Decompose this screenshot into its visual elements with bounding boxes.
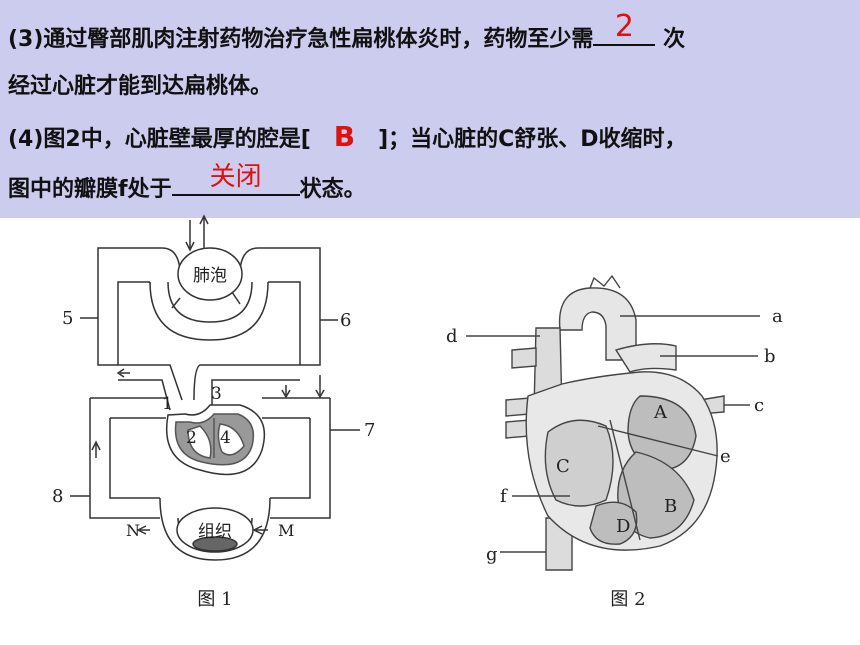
q3-text-suffix: 次 bbox=[663, 27, 686, 52]
fig2-label-d: d bbox=[446, 326, 458, 347]
q4-answer-chamber: B bbox=[333, 120, 356, 153]
fig1-label-8: 8 bbox=[52, 486, 63, 507]
q4-text2-prefix: 图中的瓣膜f处于 bbox=[8, 177, 172, 202]
q4-line1: (4)图2中，心脏壁最厚的腔是[ B ]；当心脏的C舒张、D收缩时， bbox=[8, 122, 687, 155]
q4-state-blank: 关闭 bbox=[171, 162, 300, 196]
fig1-label-5: 5 bbox=[62, 308, 73, 329]
fig2-label-g: g bbox=[486, 544, 498, 565]
fig1-label-4: 4 bbox=[220, 428, 231, 448]
fig1-label-7: 7 bbox=[364, 420, 375, 441]
q3-line2: 经过心脏才能到达扁桃体。 bbox=[8, 74, 273, 99]
q4-text-prefix: (4)图2中，心脏壁最厚的腔是[ bbox=[8, 127, 311, 152]
q3-answer: 2 bbox=[614, 9, 634, 44]
q3-line1: (3)通过臀部肌肉注射药物治疗急性扁桃体炎时，药物至少需 2 次 bbox=[8, 12, 686, 55]
fig2-label-e: e bbox=[720, 446, 731, 467]
figure2-labels: a b c d e f g A B C D 图 2 bbox=[446, 306, 783, 610]
chamber-b: B bbox=[664, 496, 677, 517]
fig1-label-m: M bbox=[278, 521, 294, 540]
question-box: (3)通过臀部肌肉注射药物治疗急性扁桃体炎时，药物至少需 2 次 经过心脏才能到达… bbox=[0, 0, 860, 218]
q4-line2: 图中的瓣膜f处于 关闭状态。 bbox=[8, 162, 366, 205]
q3-text-prefix: (3)通过臀部肌肉注射药物治疗急性扁桃体炎时，药物至少需 bbox=[8, 27, 594, 52]
fig2-label-f: f bbox=[500, 486, 508, 507]
figure2-heart-diagram bbox=[466, 274, 760, 571]
q4-text2-suffix: 状态。 bbox=[299, 177, 366, 202]
chamber-c: C bbox=[556, 456, 570, 477]
fig1-label-6: 6 bbox=[340, 310, 351, 331]
q4-answer-state: 关闭 bbox=[209, 162, 262, 192]
fig2-label-a: a bbox=[772, 306, 783, 327]
figures: 肺泡 组织 1 2 3 4 5 6 7 8 N M 图 1 bbox=[52, 214, 783, 610]
chamber-a: A bbox=[653, 402, 668, 423]
fig1-label-2: 2 bbox=[186, 428, 197, 448]
q3-answer-blank: 2 bbox=[593, 12, 656, 46]
fig2-label-c: c bbox=[754, 395, 764, 416]
figure1-labels: 肺泡 组织 1 2 3 4 5 6 7 8 N M 图 1 bbox=[52, 266, 375, 610]
fig1-label-3: 3 bbox=[211, 384, 222, 404]
fig1-label-n: N bbox=[126, 521, 140, 540]
fig2-label-b: b bbox=[764, 346, 776, 367]
chamber-d: D bbox=[616, 516, 630, 537]
fig1-label-1: 1 bbox=[162, 394, 173, 414]
figure1-caption: 图 1 bbox=[197, 589, 232, 610]
figure2-caption: 图 2 bbox=[610, 589, 645, 610]
q4-text-suffix: ]；当心脏的C舒张、D收缩时， bbox=[378, 127, 687, 152]
figure1-circulation-diagram bbox=[70, 214, 360, 561]
tissue-label: 组织 bbox=[198, 522, 232, 542]
alveoli-label: 肺泡 bbox=[193, 266, 227, 286]
alveoli-circle bbox=[177, 247, 243, 301]
